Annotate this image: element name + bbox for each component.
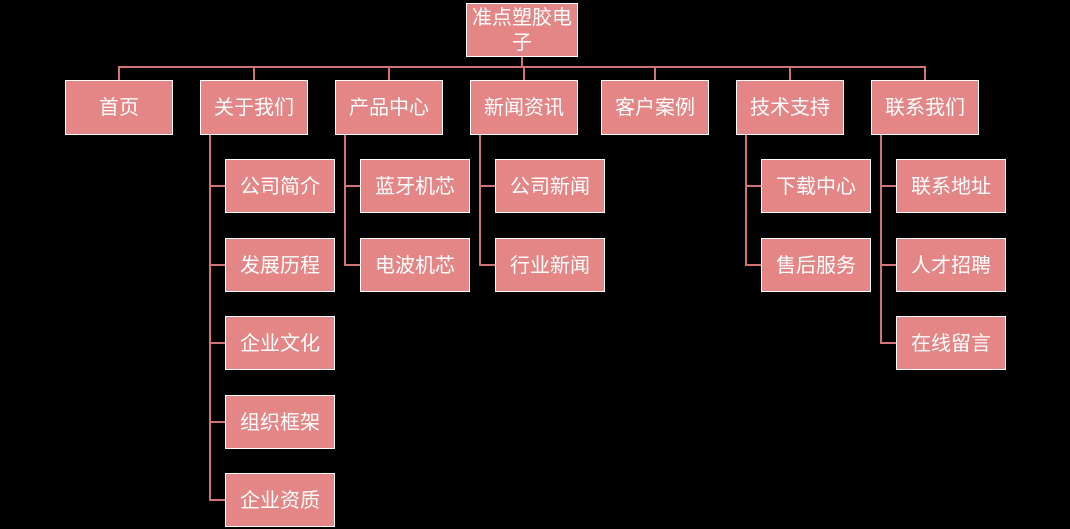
node-cases[interactable]: 客户案例 bbox=[601, 80, 709, 135]
connector-stub-contact bbox=[924, 66, 926, 80]
connector-elbow-recruitment bbox=[880, 264, 896, 266]
connector-root-stub bbox=[521, 57, 523, 68]
connector-elbow-development-history bbox=[209, 264, 225, 266]
node-root[interactable]: 准点塑胶电子 bbox=[466, 3, 578, 57]
connector-trunk-support bbox=[745, 135, 747, 266]
node-recruitment[interactable]: 人才招聘 bbox=[896, 238, 1006, 292]
node-contact-address[interactable]: 联系地址 bbox=[896, 159, 1006, 213]
connector-elbow-radio-movement bbox=[344, 264, 360, 266]
connector-trunk-news bbox=[479, 135, 481, 266]
connector-stub-cases bbox=[654, 66, 656, 80]
node-qualifications[interactable]: 企业资质 bbox=[225, 473, 335, 527]
connector-stub-support bbox=[789, 66, 791, 80]
node-company-profile[interactable]: 公司简介 bbox=[225, 159, 335, 213]
connector-stub-products bbox=[388, 66, 390, 80]
connector-trunk-contact bbox=[880, 135, 882, 344]
node-company-news[interactable]: 公司新闻 bbox=[495, 159, 605, 213]
node-about[interactable]: 关于我们 bbox=[200, 80, 308, 135]
node-after-sales[interactable]: 售后服务 bbox=[761, 238, 871, 292]
connector-elbow-industry-news bbox=[479, 264, 495, 266]
node-radio-movement[interactable]: 电波机芯 bbox=[360, 238, 470, 292]
connector-elbow-online-message bbox=[880, 342, 896, 344]
connector-trunk-products bbox=[344, 135, 346, 266]
connector-elbow-company-profile bbox=[209, 185, 225, 187]
connector-stub-about bbox=[253, 66, 255, 80]
connector-elbow-download-center bbox=[745, 185, 761, 187]
node-download-center[interactable]: 下载中心 bbox=[761, 159, 871, 213]
connector-elbow-bluetooth-movement bbox=[344, 185, 360, 187]
connector-stub-news bbox=[523, 66, 525, 80]
node-corporate-culture[interactable]: 企业文化 bbox=[225, 316, 335, 370]
node-development-history[interactable]: 发展历程 bbox=[225, 238, 335, 292]
connector-stub-home bbox=[118, 66, 120, 80]
node-contact[interactable]: 联系我们 bbox=[871, 80, 979, 135]
connector-elbow-qualifications bbox=[209, 499, 225, 501]
node-online-message[interactable]: 在线留言 bbox=[896, 316, 1006, 370]
node-support[interactable]: 技术支持 bbox=[736, 80, 844, 135]
connector-elbow-contact-address bbox=[880, 185, 896, 187]
node-home[interactable]: 首页 bbox=[65, 80, 173, 135]
connector-elbow-corporate-culture bbox=[209, 342, 225, 344]
node-products[interactable]: 产品中心 bbox=[335, 80, 443, 135]
node-news[interactable]: 新闻资讯 bbox=[470, 80, 578, 135]
node-bluetooth-movement[interactable]: 蓝牙机芯 bbox=[360, 159, 470, 213]
node-organization[interactable]: 组织框架 bbox=[225, 395, 335, 449]
node-industry-news[interactable]: 行业新闻 bbox=[495, 238, 605, 292]
connector-elbow-after-sales bbox=[745, 264, 761, 266]
connector-trunk-about bbox=[209, 135, 211, 501]
connector-elbow-company-news bbox=[479, 185, 495, 187]
connector-top-horizontal bbox=[118, 66, 926, 68]
connector-elbow-organization bbox=[209, 421, 225, 423]
